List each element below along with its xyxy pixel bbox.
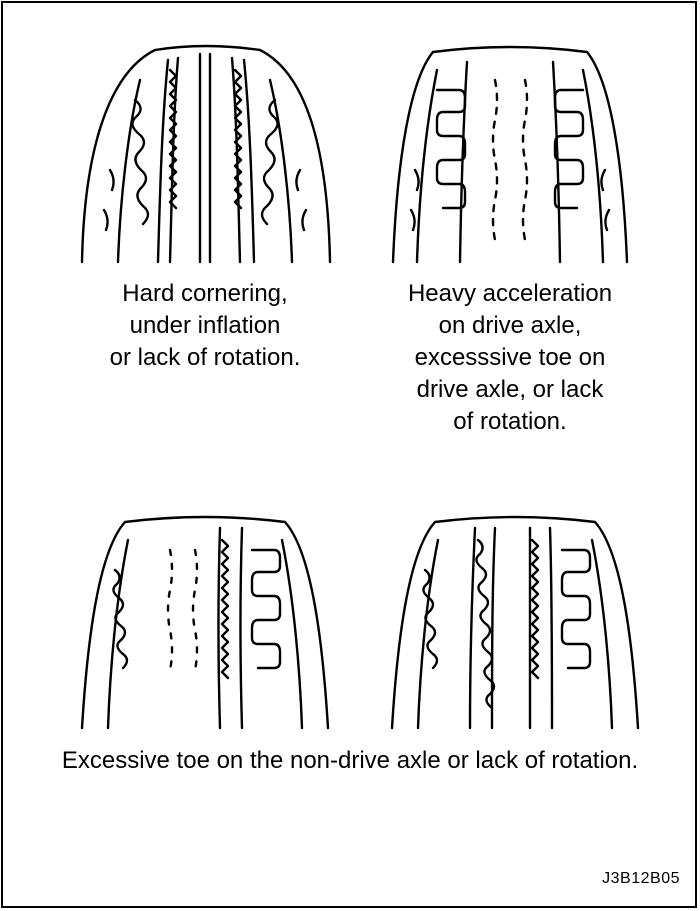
caption-top-right: Heavy acceleration on drive axle, excess… — [407, 280, 613, 435]
caption-bottom: Excessive toe on the non-drive axle or l… — [61, 747, 639, 774]
caption-top-left: Hard cornering, under inflation or lack … — [109, 280, 301, 371]
tire-wear-feathered-right-icon — [390, 515, 640, 730]
tire-wear-center-grooves-icon — [391, 45, 629, 264]
tire-wear-both-shoulders-icon — [80, 44, 332, 264]
tire-wear-right-side-icon — [80, 515, 330, 730]
figure-code: J3B12B05 — [602, 870, 680, 887]
